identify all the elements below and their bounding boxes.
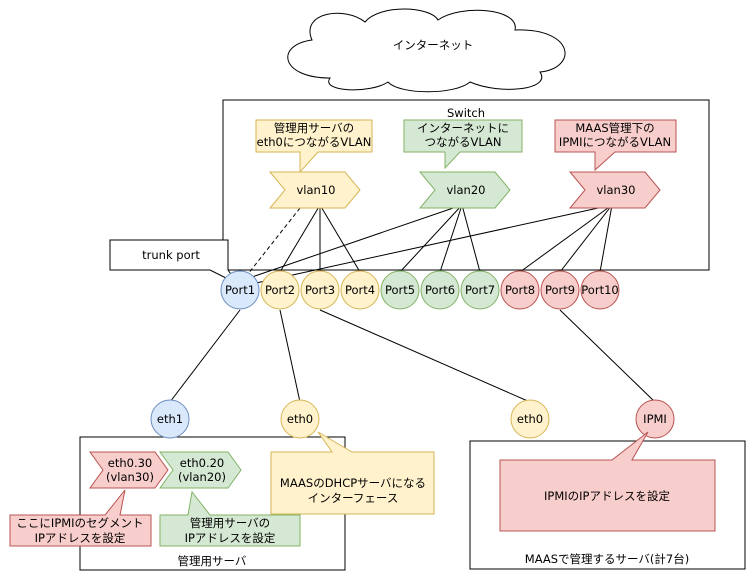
dhcp-note-line2: インターフェース [308, 491, 399, 505]
eth020-note-line1: 管理用サーバの [190, 516, 270, 530]
port-circle [220, 270, 260, 310]
maas-ipmi-label: IPMI [643, 412, 667, 426]
vlan-connections [247, 204, 613, 284]
mgmt-eth1: eth1 [150, 399, 190, 439]
vlan20-note-line1: インターネットに [417, 121, 509, 135]
vlan30-note-line2: IPMIにつながるVLAN [559, 135, 671, 149]
port-label: Port4 [345, 283, 375, 297]
vlan20-shape: vlan20 [418, 171, 511, 209]
port-circle [380, 270, 420, 310]
eth020-note: 管理用サーバの IPアドレスを設定 [159, 490, 301, 547]
internet-cloud: インターネット [287, 8, 566, 93]
vlan30-label: vlan30 [597, 183, 636, 197]
trunk-port-label: trunk port [142, 248, 200, 262]
vlan30-note-line1: MAAS管理下の [575, 121, 654, 135]
port-1: Port1 [220, 270, 260, 310]
vlan10-label: vlan10 [297, 183, 336, 197]
internet-label: インターネット [393, 38, 474, 52]
vlan10-shape: vlan10 [268, 171, 361, 209]
server-connections [132, 309, 656, 453]
dhcp-note: MAASのDHCPサーバになる インターフェース [270, 431, 435, 515]
trunk-port-note: trunk port [109, 239, 239, 285]
port-label: Port10 [581, 283, 618, 297]
eth030-note: ここにIPMIのセグメント IPアドレスを設定 [9, 489, 152, 547]
port-label: Port3 [305, 283, 335, 297]
vlan20-note-line2: つながるVLAN [424, 135, 501, 149]
maas-eth0: eth0 [510, 399, 550, 439]
vlan10-note-line1: 管理用サーバの [274, 121, 354, 135]
port-label: Port8 [505, 283, 535, 297]
mgmt-eth1-label: eth1 [157, 412, 183, 426]
port-5: Port5 [380, 270, 420, 310]
port-circle [300, 270, 340, 310]
eth030-note-line1: ここにIPMIのセグメント [16, 516, 143, 530]
port-label: Port9 [545, 283, 575, 297]
mgmt-eth0: eth0 [280, 399, 320, 439]
port-2: Port2 [260, 270, 300, 310]
port-circle [340, 270, 380, 310]
port-circle [460, 270, 500, 310]
vlan20-label: vlan20 [447, 183, 486, 197]
mgmt-eth0-label: eth0 [287, 412, 313, 426]
port-circle [540, 270, 580, 310]
port-label: Port5 [385, 283, 415, 297]
ipmi-note: IPMIのIPアドレスを設定 [499, 431, 716, 532]
mgmt-server-title: 管理用サーバ [178, 554, 247, 568]
sub30-line2: (vlan30) [106, 470, 154, 484]
port-7: Port7 [460, 270, 500, 310]
eth030-note-line2: IPアドレスを設定 [35, 531, 126, 545]
sub-interface-eth0-20: eth0.20 (vlan20) [159, 451, 242, 489]
vlan30-shape: vlan30 [568, 171, 661, 209]
port-circle [260, 270, 300, 310]
port-label: Port6 [425, 283, 455, 297]
eth020-note-line2: IPアドレスを設定 [185, 531, 276, 545]
switch-ports: Port1 Port2 Port3 Port4 Port5 Port6 Port7 Port8… [220, 270, 620, 310]
maas-ipmi: IPMI [635, 399, 675, 439]
port-6: Port6 [420, 270, 460, 310]
vlan10-note-line2: eth0につながるVLAN [257, 135, 372, 149]
port-9: Port9 [540, 270, 580, 310]
vlan10-note: 管理用サーバの eth0につながるVLAN [255, 119, 373, 174]
sub-interface-eth0-30: eth0.30 (vlan30) [89, 451, 169, 489]
dhcp-note-line1: MAASのDHCPサーバになる [280, 476, 426, 490]
port-label: Port2 [265, 283, 295, 297]
port-label: Port7 [465, 283, 495, 297]
port-label: Port1 [225, 283, 255, 297]
port-10: Port10 [580, 270, 620, 310]
port-4: Port4 [340, 270, 380, 310]
port-8: Port8 [500, 270, 540, 310]
port-3: Port3 [300, 270, 340, 310]
sub30-line1: eth0.30 [108, 456, 152, 470]
vlan20-note: インターネットに つながるVLAN [403, 119, 523, 170]
sub20-line1: eth0.20 [180, 456, 224, 470]
vlan30-note: MAAS管理下の IPMIにつながるVLAN [554, 119, 677, 172]
ipmi-note-label: IPMIのIPアドレスを設定 [544, 489, 670, 503]
sub20-line2: (vlan20) [178, 470, 226, 484]
maas-eth0-label: eth0 [517, 412, 543, 426]
switch-title: Switch [447, 106, 485, 120]
port-circle [420, 270, 460, 310]
port-circle [580, 270, 620, 310]
port-circle [500, 270, 540, 310]
maas-server-title: MAASで管理するサーバ(計7台) [525, 552, 689, 566]
